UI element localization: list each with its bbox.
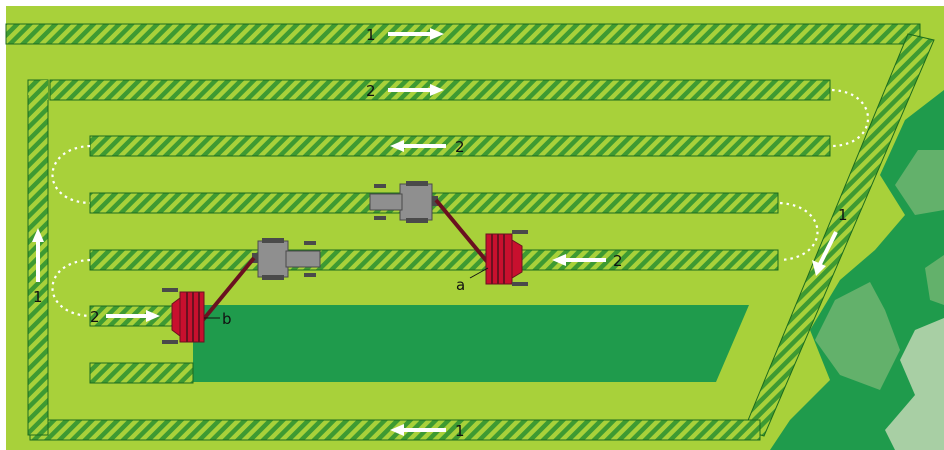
row-label-mower-right: 2	[613, 252, 623, 270]
drawbar	[434, 198, 496, 272]
arrow-icon	[32, 28, 838, 436]
callout-a: a	[456, 276, 465, 294]
row-label-top: 2	[366, 82, 376, 100]
drawbar	[196, 256, 256, 328]
headland-label-bottom: 1	[455, 422, 465, 440]
tractor-icon	[252, 238, 321, 280]
tree-icon	[770, 90, 944, 450]
headland-label-top: 1	[366, 26, 376, 44]
mower-icon	[469, 230, 528, 286]
headland-label-left: 1	[33, 288, 43, 306]
callout-b: b	[222, 310, 232, 328]
tractor-icon	[369, 181, 438, 223]
row-label-mower-left: 2	[90, 308, 100, 326]
turn-paths	[51, 88, 869, 318]
harvested-area	[193, 305, 749, 382]
row-label-second: 2	[455, 138, 465, 156]
headland-label-right: 1	[838, 206, 848, 224]
mower-icon	[162, 288, 220, 344]
